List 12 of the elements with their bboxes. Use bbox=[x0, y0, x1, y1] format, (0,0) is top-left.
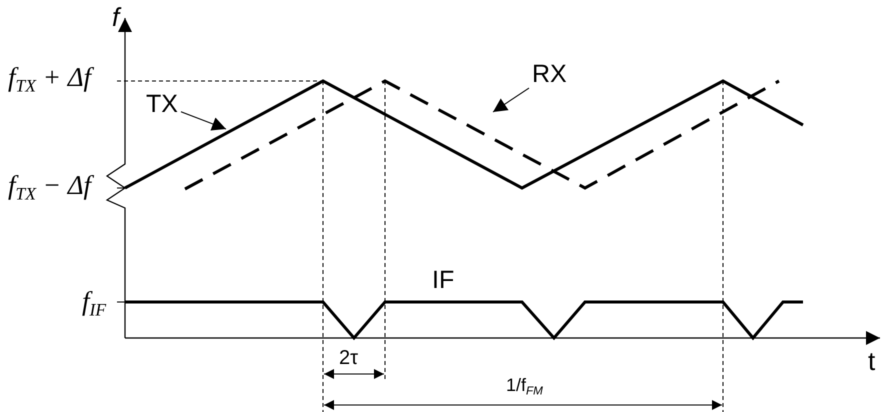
axis-label: f bbox=[112, 4, 120, 30]
leader-arrow bbox=[180, 111, 226, 131]
axis-label: t bbox=[868, 348, 876, 374]
dimension-label: 2τ bbox=[339, 348, 358, 368]
signal-label: RX bbox=[532, 62, 567, 87]
signal-label: IF bbox=[432, 268, 454, 293]
dimension-label: 1/f$_{FM}$ bbox=[506, 376, 543, 398]
tick-label: f$_{TX}$ − Δf bbox=[8, 172, 92, 203]
tick-label: f$_{IF}$ bbox=[82, 288, 106, 319]
leader-arrow bbox=[492, 88, 530, 112]
signal-label: TX bbox=[146, 92, 178, 117]
tick-label: f$_{TX}$ + Δf bbox=[8, 64, 92, 95]
